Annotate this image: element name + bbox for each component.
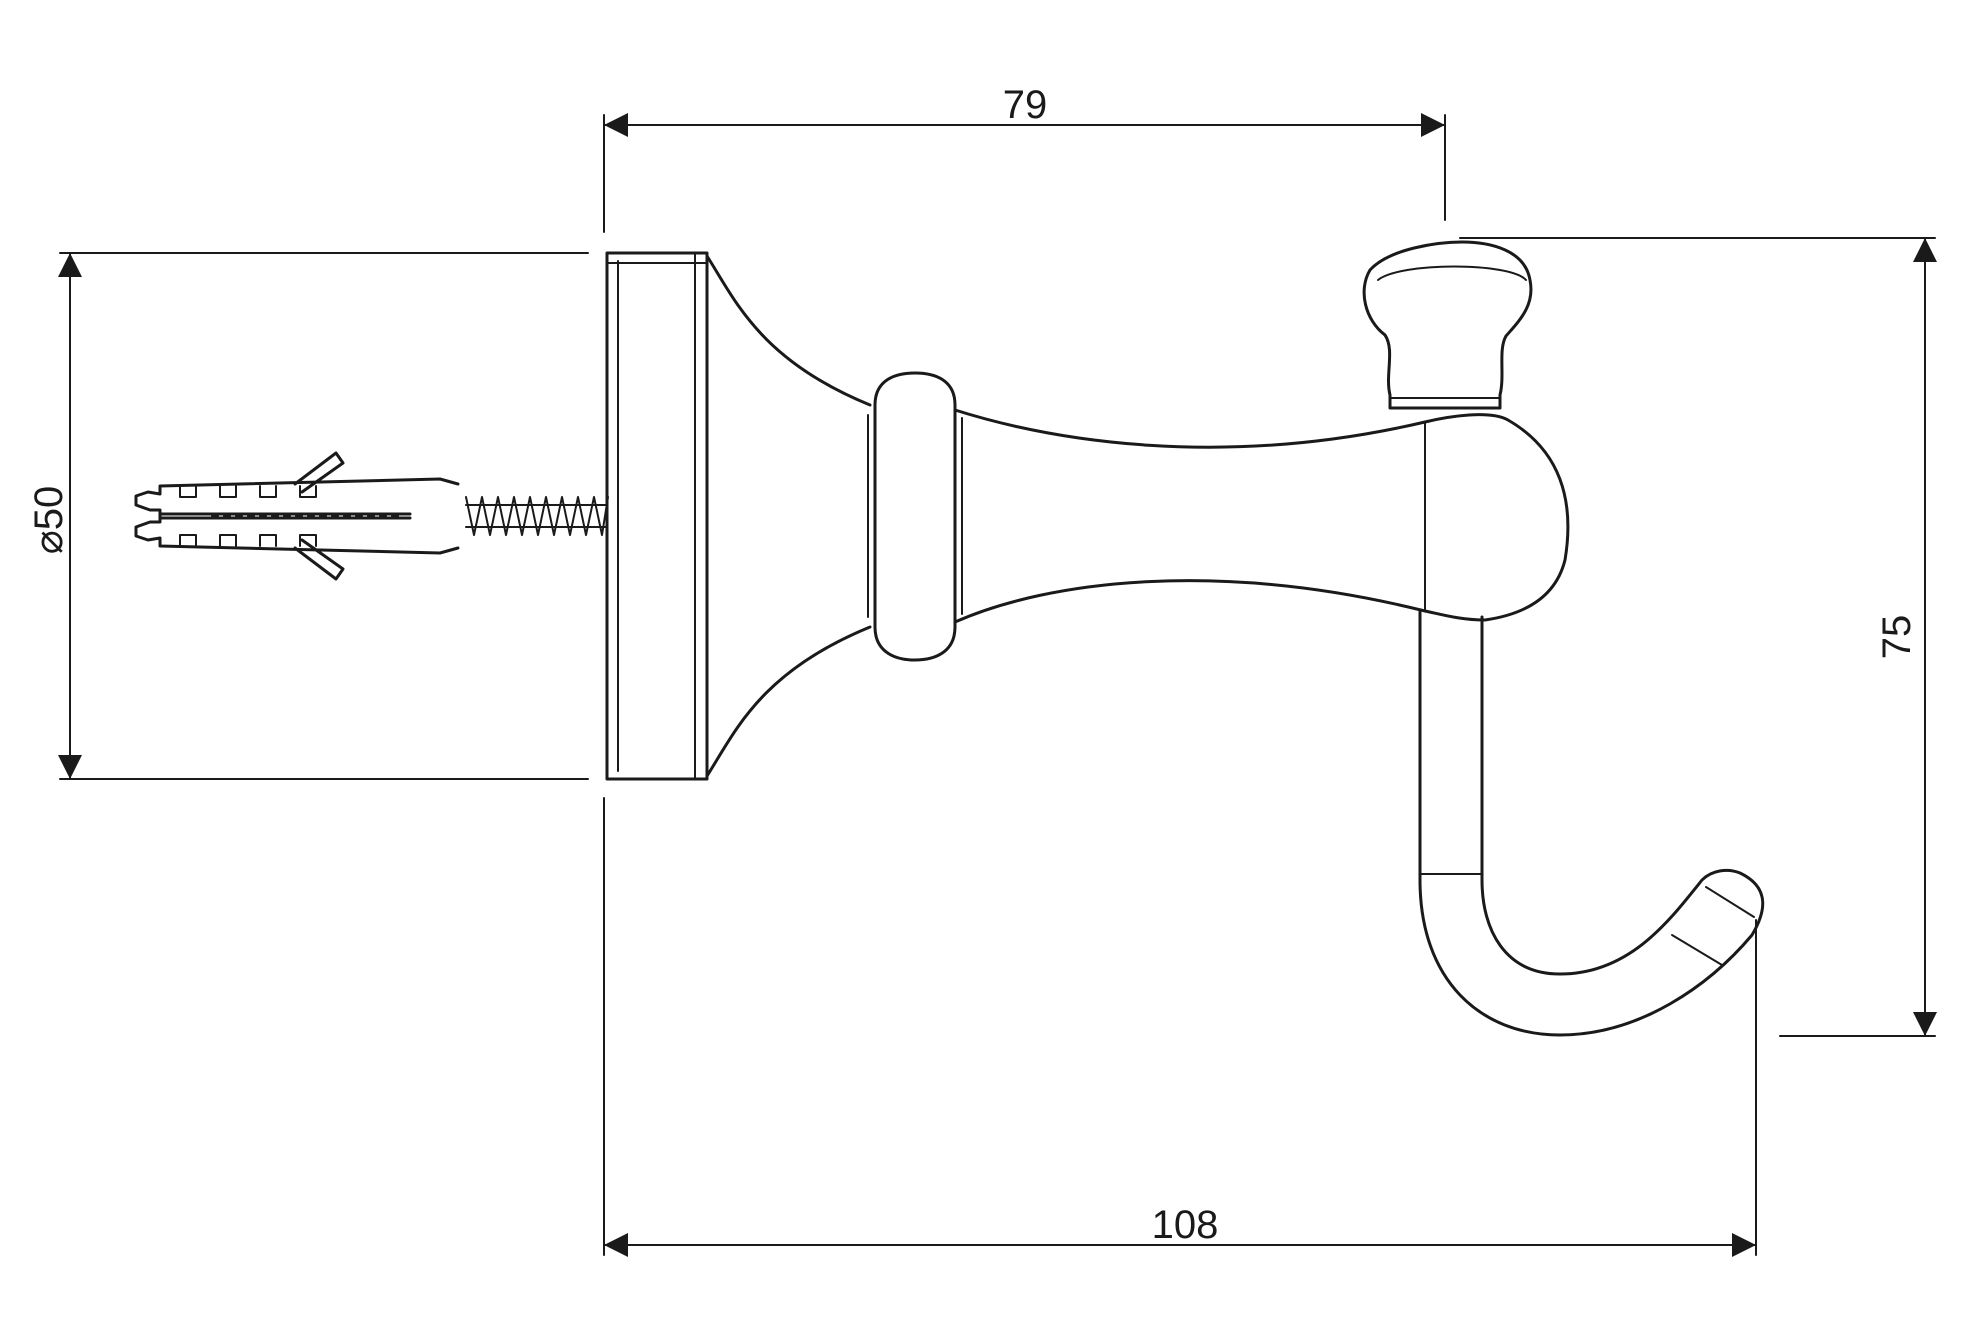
dim-label-108: 108 [1152, 1203, 1219, 1247]
dim-label-75: 75 [1875, 615, 1919, 660]
base-plate [605, 251, 709, 781]
top-knob [1362, 240, 1533, 410]
body-lower-flare [705, 625, 872, 778]
head-bulb [1423, 413, 1570, 622]
wall-anchor [134, 451, 609, 581]
hook-arm [1418, 609, 1765, 1037]
dimension-lines [58, 113, 1937, 1257]
wall-plate [605, 251, 709, 781]
dowel-lower [134, 512, 460, 555]
hook-body [705, 254, 1427, 778]
dim-label-79: 79 [1003, 83, 1048, 127]
dowel-ridges-lower [179, 534, 317, 547]
dim-label-diameter-50: ⌀50 [27, 486, 71, 555]
dowel-upper [134, 477, 460, 520]
hook-tip-seam-1 [1671, 934, 1723, 966]
neck-upper [953, 408, 1427, 449]
screw-thread [465, 496, 609, 536]
hook-head [1362, 240, 1570, 622]
collar-ring [873, 371, 957, 662]
body-upper-flare [705, 254, 872, 407]
hook-tip-seam-2 [1705, 886, 1755, 918]
hook-arm-outer [1418, 609, 1765, 1037]
dowel-wing-upper [293, 451, 345, 494]
dowel-ridges-upper [179, 485, 317, 498]
dowel-wing-lower [293, 538, 345, 581]
knob-top-band [1377, 265, 1527, 281]
neck-lower [953, 579, 1427, 624]
